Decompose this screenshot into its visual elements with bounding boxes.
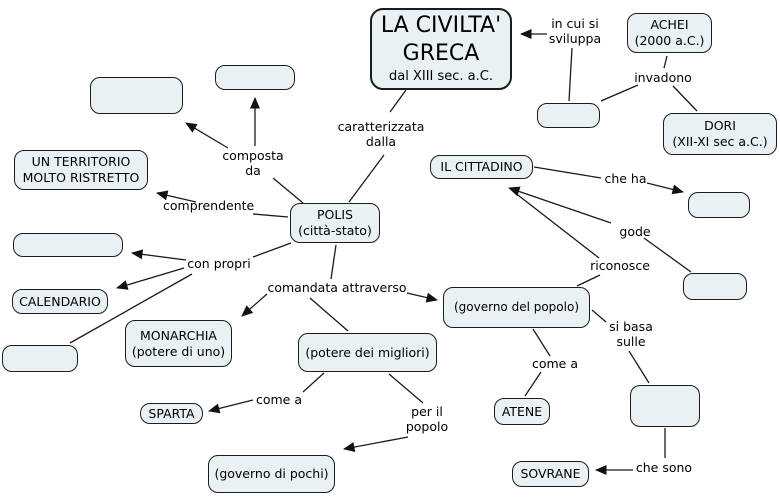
link-label-gode[interactable]: gode: [619, 224, 651, 239]
edge-gode-to-empty-right: [643, 237, 692, 273]
node-sparta[interactable]: SPARTA: [140, 403, 203, 424]
arrow-comprendente-to-territorio: [156, 190, 197, 203]
link-label-come-a-atene[interactable]: come a: [531, 356, 579, 371]
edge-invadono-to-dori: [672, 85, 698, 112]
edge-riconosce-to-cittadino: [513, 191, 600, 259]
node-dori[interactable]: DORI (XII-XI sec a.C.): [663, 113, 777, 155]
link-label-che-sono[interactable]: che sono: [635, 460, 693, 475]
node-il-cittadino[interactable]: IL CITTADINO: [430, 155, 533, 179]
node-governo-di-pochi[interactable]: (governo di pochi): [208, 455, 335, 493]
node-empty-conpropri-a[interactable]: [13, 233, 123, 257]
main-subtitle: dal XIII sec. a.C.: [389, 69, 493, 85]
node-polis[interactable]: POLIS (città-stato): [290, 203, 380, 243]
edge-empty-to-invadono: [600, 84, 639, 102]
edge-govpopolo-to-comea: [532, 328, 551, 357]
node-calendario[interactable]: CALENDARIO: [12, 289, 108, 314]
node-achei[interactable]: ACHEI (2000 a.C.): [627, 13, 712, 53]
edge-govpopolo-to-sibasa: [591, 309, 607, 323]
node-territorio[interactable]: UN TERRITORIO MOLTO RISTRETTO: [14, 150, 148, 190]
edge-polis-to-conpropri: [252, 242, 292, 258]
arrow-comandata-to-monarchia: [241, 293, 268, 317]
node-potere-dei-migliori[interactable]: (potere dei migliori): [298, 333, 437, 372]
link-label-riconosce[interactable]: riconosce: [590, 258, 650, 273]
edge-sulle-to-empty-bottom: [628, 350, 650, 384]
edge-title-to-caratterizzata: [389, 89, 407, 113]
link-label-invadono[interactable]: invadono: [634, 70, 692, 85]
edge-cittadino-to-cheha: [533, 166, 602, 179]
arrow-composta-to-empty-a: [185, 122, 229, 149]
node-empty-conpropri-b[interactable]: [2, 345, 78, 372]
node-empty-sibasa-target[interactable]: [630, 385, 700, 427]
link-label-comprendente[interactable]: comprendente: [163, 198, 255, 213]
link-label-in-cui-si-sviluppa[interactable]: in cui si sviluppa: [548, 16, 602, 47]
edge-migliori-to-comea: [302, 372, 325, 393]
link-label-per-il-popolo[interactable]: per il popolo: [405, 404, 449, 435]
link-label-composta-da[interactable]: composta da: [222, 148, 284, 179]
edge-sviluppa-to-empty: [568, 47, 573, 102]
arrow-conpropri-to-empty-c: [131, 249, 187, 261]
edge-conpropri-to-empty-left: [69, 273, 193, 344]
arrow-comea-to-sparta: [208, 399, 254, 414]
link-label-che-ha[interactable]: che ha: [604, 171, 647, 186]
node-la-civilta-greca[interactable]: LA CIVILTA' GRECA dal XIII sec. a.C.: [370, 8, 512, 90]
link-label-caratterizzata-dalla[interactable]: caratterizzata dalla: [337, 119, 425, 150]
edge-polis-to-comprendente: [252, 213, 289, 218]
node-sovrane[interactable]: SOVRANE: [512, 461, 589, 487]
edge-comea-to-atene: [524, 371, 542, 397]
arrow-comandata-to-govpopolo: [406, 292, 438, 303]
link-label-con-propri[interactable]: con propri: [187, 256, 251, 271]
link-label-come-a-sparta[interactable]: come a: [255, 392, 303, 407]
arrow-popolo-to-govpochi: [343, 436, 409, 452]
node-governo-del-popolo[interactable]: (governo del popolo): [443, 287, 590, 328]
edge-polis-to-composta: [272, 177, 304, 204]
node-empty-composta-b[interactable]: [215, 65, 295, 90]
node-empty-cheha-target[interactable]: [688, 192, 750, 218]
node-monarchia[interactable]: MONARCHIA (potere di uno): [125, 320, 232, 367]
link-label-si-basa-sulle[interactable]: si basa sulle: [609, 319, 653, 350]
main-title: LA CIVILTA' GRECA: [380, 13, 502, 66]
edge-migliori-to-perilpopolo: [388, 373, 424, 404]
arrow-conpropri-to-calendario: [116, 267, 185, 290]
arrow-gode-to-cittadino: [508, 186, 612, 224]
edge-polis-to-comandata: [330, 244, 337, 280]
arrow-cheha-to-empty-r1: [646, 182, 684, 195]
node-empty-invasion-target[interactable]: [537, 103, 600, 128]
link-label-comandata-attraverso[interactable]: comandata attraverso: [267, 280, 407, 295]
edge-comandata-to-migliori: [309, 297, 349, 332]
node-empty-composta-a[interactable]: [90, 77, 183, 114]
edge-dalla-to-polis: [348, 154, 385, 203]
edge-achei-to-invadono: [663, 55, 668, 69]
node-atene[interactable]: ATENE: [494, 398, 550, 425]
edge-riconosce-to-govpopolo: [576, 274, 601, 287]
node-empty-gode-target[interactable]: [683, 273, 747, 300]
